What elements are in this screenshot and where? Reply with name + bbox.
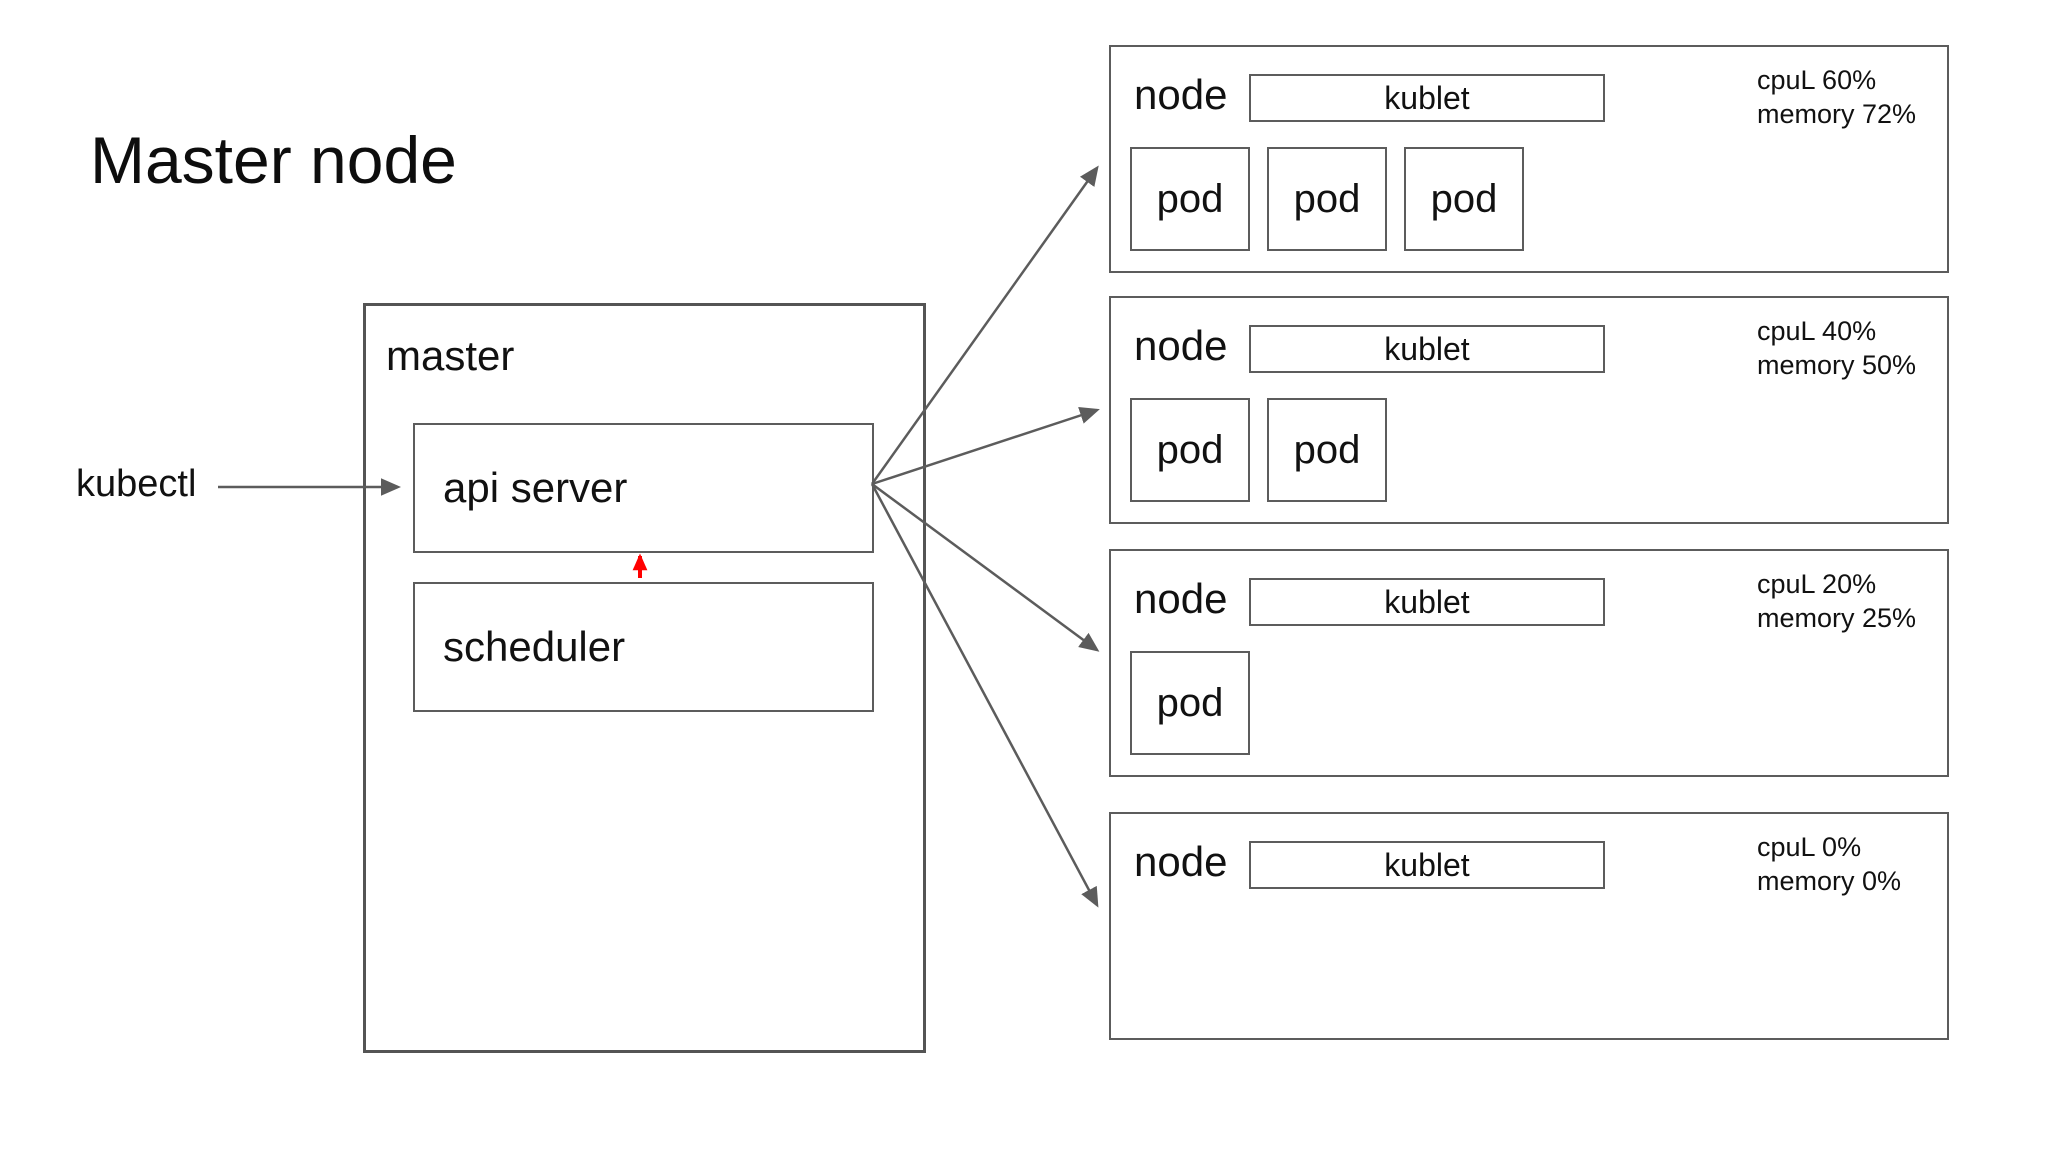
pod-label: pod [1293, 176, 1361, 221]
pod-box: pod [1404, 147, 1524, 251]
pod-box: pod [1130, 398, 1250, 502]
node-label: node [1134, 71, 1228, 118]
worker-node-1-box: node kublet cpuL 60% memory 72% pod pod … [1109, 45, 1949, 273]
cpu-stat: cpuL 60% [1757, 65, 1877, 95]
cpu-stat: cpuL 20% [1757, 569, 1877, 599]
pods-row: pod pod pod [1130, 147, 1524, 251]
pod-box: pod [1267, 147, 1387, 251]
pods-row: pod pod [1130, 398, 1387, 502]
node-label: node [1134, 838, 1228, 885]
api-server-label: api server [443, 464, 628, 511]
kublet-box: kublet [1249, 325, 1605, 373]
pod-label: pod [1156, 176, 1224, 221]
worker-node-3-box: node kublet cpuL 20% memory 25% pod [1109, 549, 1949, 777]
cpu-stat: cpuL 40% [1757, 316, 1877, 346]
kublet-box: kublet [1249, 578, 1605, 626]
master-node-box: master api server scheduler [363, 303, 926, 1053]
scheduler-box: scheduler [413, 582, 874, 712]
pod-label: pod [1156, 427, 1224, 472]
scheduler-label: scheduler [443, 623, 626, 670]
kubectl-label: kubectl [76, 463, 197, 505]
kublet-box: kublet [1249, 74, 1605, 122]
pod-label: pod [1156, 680, 1224, 725]
pod-label: pod [1430, 176, 1498, 221]
kublet-box: kublet [1249, 841, 1605, 889]
memory-stat: memory 72% [1757, 99, 1917, 129]
node-label: node [1134, 575, 1228, 622]
master-label: master [386, 332, 515, 379]
pod-box: pod [1130, 147, 1250, 251]
pod-box: pod [1130, 651, 1250, 755]
memory-stat: memory 25% [1757, 603, 1917, 633]
node-stats: cpuL 0% memory 0% [1757, 830, 1901, 898]
page-title: Master node [90, 123, 457, 197]
kublet-label: kublet [1384, 583, 1470, 620]
pod-label: pod [1293, 427, 1361, 472]
memory-stat: memory 50% [1757, 350, 1917, 380]
node-stats: cpuL 20% memory 25% [1757, 567, 1916, 635]
node-stats: cpuL 40% memory 50% [1757, 314, 1916, 382]
worker-node-4-box: node kublet cpuL 0% memory 0% [1109, 812, 1949, 1040]
node-stats: cpuL 60% memory 72% [1757, 63, 1916, 131]
memory-stat: memory 0% [1757, 866, 1902, 896]
worker-node-2-box: node kublet cpuL 40% memory 50% pod pod [1109, 296, 1949, 524]
node-label: node [1134, 322, 1228, 369]
kublet-label: kublet [1384, 330, 1470, 367]
cpu-stat: cpuL 0% [1757, 832, 1862, 862]
kublet-label: kublet [1384, 846, 1470, 883]
pods-row: pod [1130, 651, 1250, 755]
api-server-box: api server [413, 423, 874, 553]
kublet-label: kublet [1384, 79, 1470, 116]
pod-box: pod [1267, 398, 1387, 502]
